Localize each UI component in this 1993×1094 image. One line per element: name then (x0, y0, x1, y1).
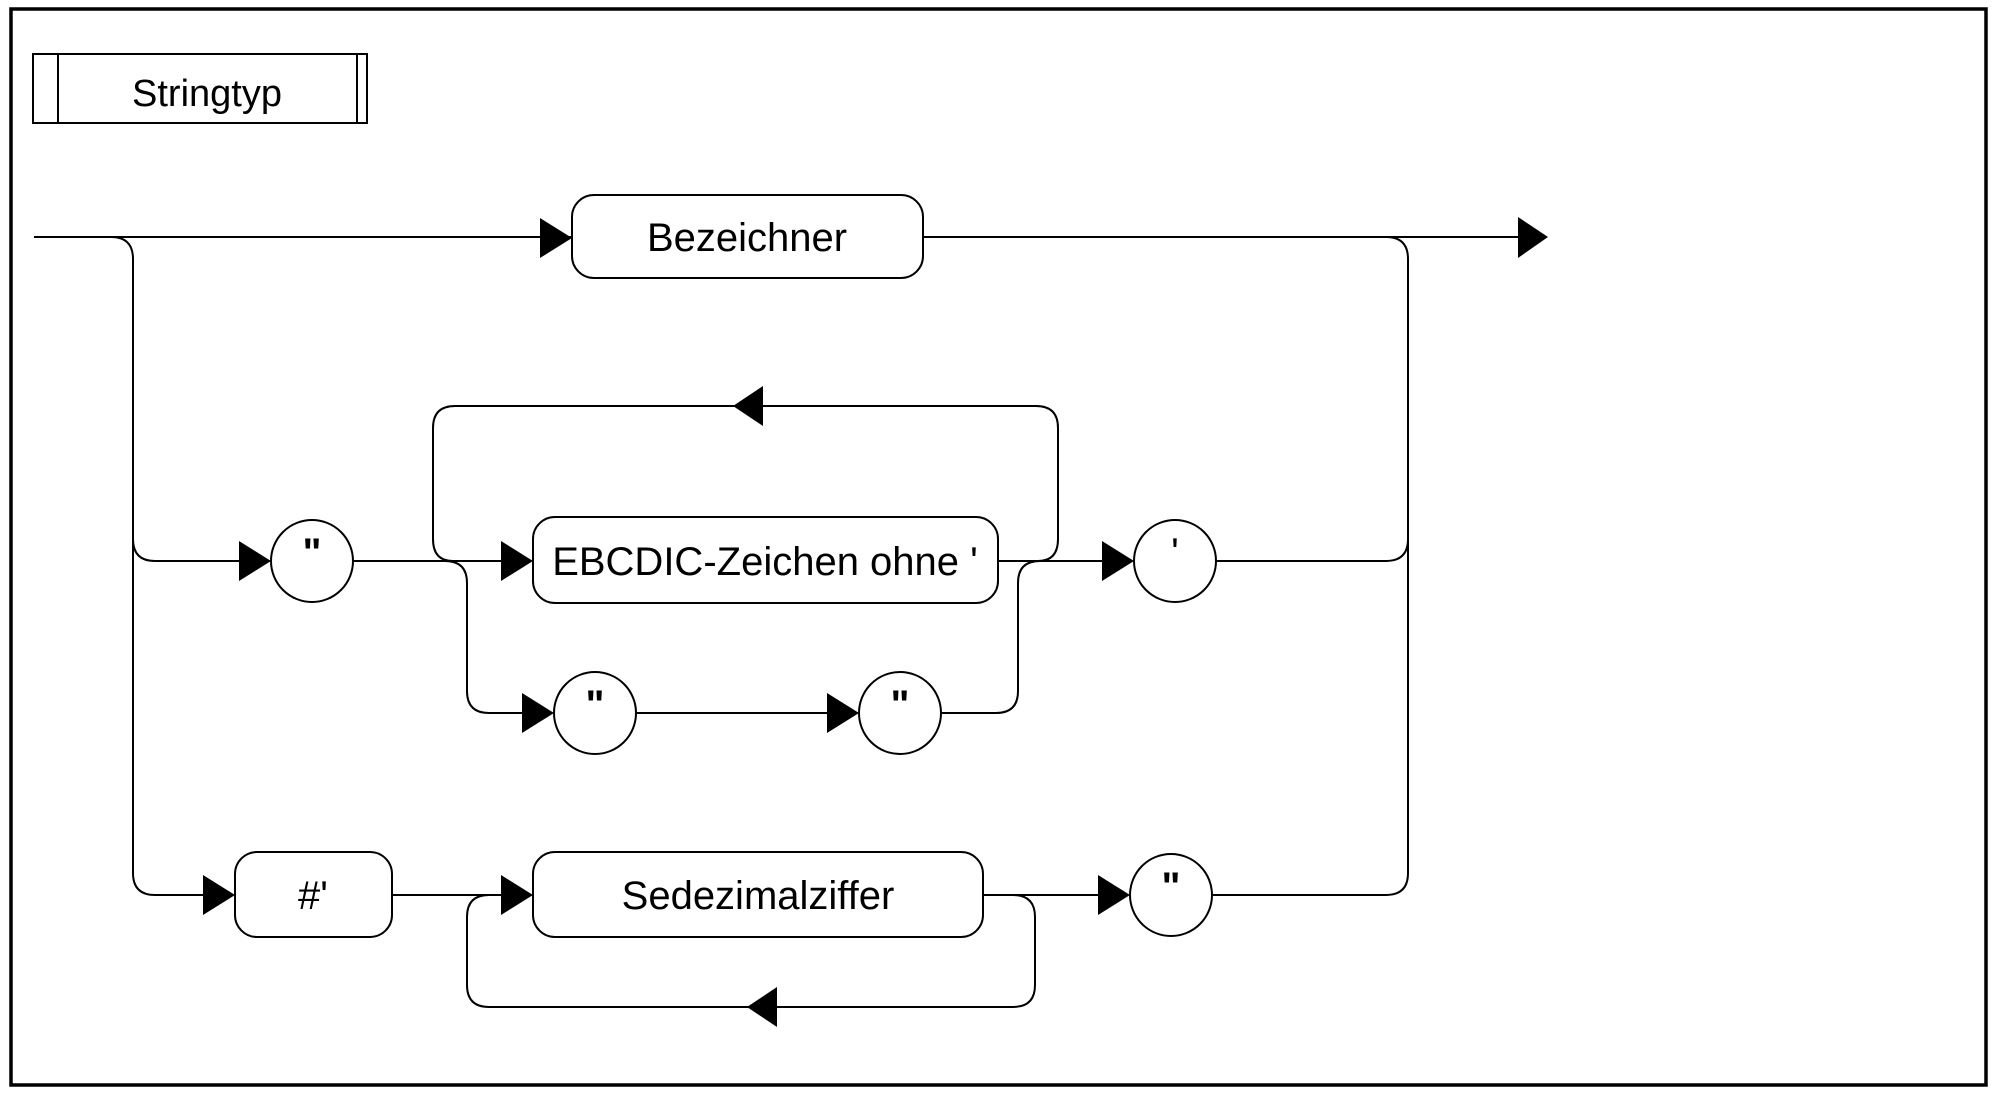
node-open-quote-circle (270, 519, 354, 603)
node-ebcdic-zeichen: EBCDIC-Zeichen ohne ' (532, 516, 999, 604)
arrow-right-icon (1098, 875, 1130, 915)
node-sedezimalziffer-box (532, 851, 984, 938)
node-escape-quote-1: " (553, 671, 637, 755)
node-xstring-close-quote-glyph: " (1162, 865, 1181, 909)
node-close-quote-glyph: ' (1171, 531, 1179, 575)
node-ebcdic-zeichen-label: EBCDIC-Zeichen ohne ' (552, 540, 978, 584)
arrow-left-icon (733, 386, 763, 426)
node-hash-quote-box (234, 851, 393, 938)
node-xstring-close-quote-circle (1129, 853, 1213, 937)
node-hash-quote: #' (234, 851, 393, 938)
arrow-right-icon (522, 693, 554, 733)
node-close-quote: ' (1133, 519, 1217, 603)
node-escape-quote-1-glyph: " (586, 683, 605, 727)
node-sedezimalziffer: Sedezimalziffer (532, 851, 984, 938)
arrow-right-icon (1518, 217, 1548, 258)
node-bezeichner-label: Bezeichner (647, 216, 847, 260)
arrow-right-icon (239, 541, 271, 581)
node-escape-quote-2: " (858, 671, 942, 755)
rule-title-box: Stringtyp (32, 53, 368, 124)
node-close-quote-circle (1133, 519, 1217, 603)
arrow-right-icon (1102, 541, 1134, 581)
node-ebcdic-zeichen-box (532, 516, 999, 604)
node-bezeichner-box (571, 194, 924, 279)
arrow-right-icon (501, 541, 533, 581)
node-xstring-close-quote: " (1129, 853, 1213, 937)
rule-title-box-border (32, 53, 368, 124)
arrow-right-icon (540, 218, 572, 258)
node-sedezimalziffer-label: Sedezimalziffer (622, 874, 895, 918)
node-escape-quote-2-circle (858, 671, 942, 755)
node-hash-quote-label: #' (298, 874, 328, 918)
node-bezeichner: Bezeichner (571, 194, 924, 279)
arrow-right-icon (203, 875, 235, 915)
node-open-quote-glyph: " (303, 531, 322, 575)
node-open-quote: " (270, 519, 354, 603)
flow-arrows (203, 217, 1548, 1027)
rule-title: Stringtyp (132, 73, 282, 115)
diagram-frame-border (9, 7, 1988, 1087)
arrow-right-icon (501, 875, 533, 915)
node-escape-quote-1-circle (553, 671, 637, 755)
arrow-left-icon (747, 987, 777, 1027)
node-escape-quote-2-glyph: " (891, 683, 910, 727)
arrow-right-icon (827, 693, 859, 733)
